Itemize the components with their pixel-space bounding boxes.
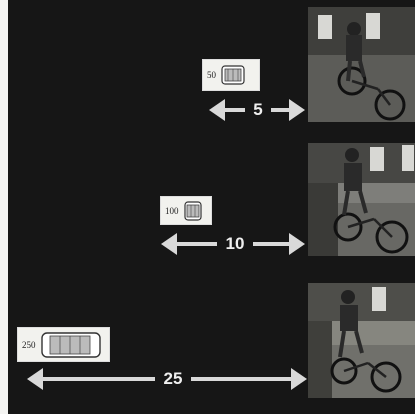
size-label-card-50: 50	[202, 59, 260, 91]
double-arrow-icon: 25	[27, 368, 307, 390]
bicycle-photo	[308, 283, 415, 398]
distance-value: 25	[155, 368, 191, 390]
distance-value: 5	[245, 99, 271, 121]
size-label: 250	[22, 340, 36, 350]
double-arrow-icon: 5	[209, 99, 305, 121]
car-icon	[183, 200, 203, 222]
car-icon	[40, 330, 102, 360]
size-label-card-100: 100	[160, 196, 212, 225]
size-label: 100	[165, 206, 179, 216]
car-icon	[220, 63, 246, 87]
double-arrow-icon: 10	[161, 233, 305, 255]
bicycle-photo	[308, 7, 415, 122]
distance-value: 10	[217, 233, 253, 255]
size-label: 50	[207, 70, 216, 80]
figure-panel: 50 5 100	[8, 0, 415, 414]
bicycle-photo	[308, 143, 415, 256]
size-label-card-250: 250	[17, 327, 110, 362]
